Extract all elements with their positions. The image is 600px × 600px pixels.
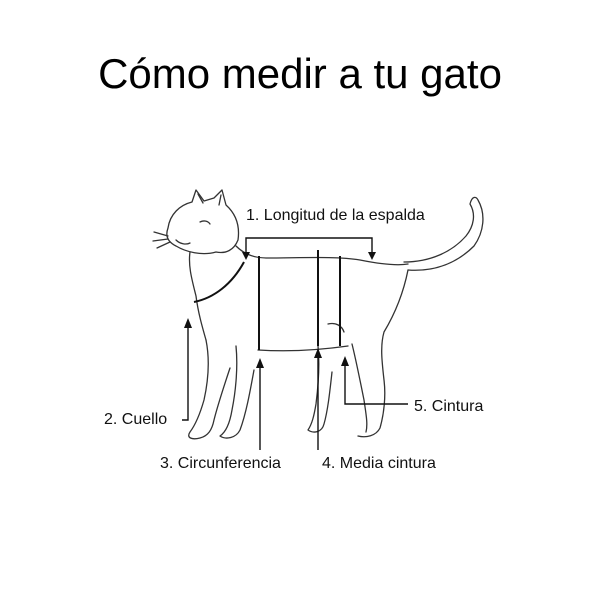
cat-belly xyxy=(257,345,349,352)
arrowhead-neck xyxy=(184,318,192,328)
neck-leader xyxy=(182,326,189,421)
cat-back xyxy=(235,245,409,266)
cat-front-leg-right xyxy=(219,345,255,439)
arrowhead-back-left xyxy=(242,252,250,260)
cat-outline xyxy=(152,189,484,440)
cat-head xyxy=(166,189,240,255)
neck-measure-line xyxy=(193,261,245,303)
waist-leader xyxy=(344,364,408,405)
arrowhead-waist xyxy=(341,356,349,366)
back-length-bracket xyxy=(245,237,373,254)
cat-tail xyxy=(403,196,484,271)
arrowhead-circumference xyxy=(256,358,264,368)
label-circumference: 3. Circunferencia xyxy=(160,455,281,472)
label-neck: 2. Cuello xyxy=(104,411,168,428)
page-title: Cómo medir a tu gato xyxy=(98,50,502,97)
label-waist: 5. Cintura xyxy=(414,398,484,415)
cat-front-leg-left xyxy=(188,339,231,440)
label-back-length: 1. Longitud de la espalda xyxy=(246,207,425,224)
arrowhead-mid-waist xyxy=(314,348,322,358)
cat-rear-leg xyxy=(351,269,409,438)
label-mid-waist: 4. Media cintura xyxy=(322,455,436,472)
arrowhead-back-right xyxy=(368,252,376,260)
cat-neck-front xyxy=(188,251,207,341)
